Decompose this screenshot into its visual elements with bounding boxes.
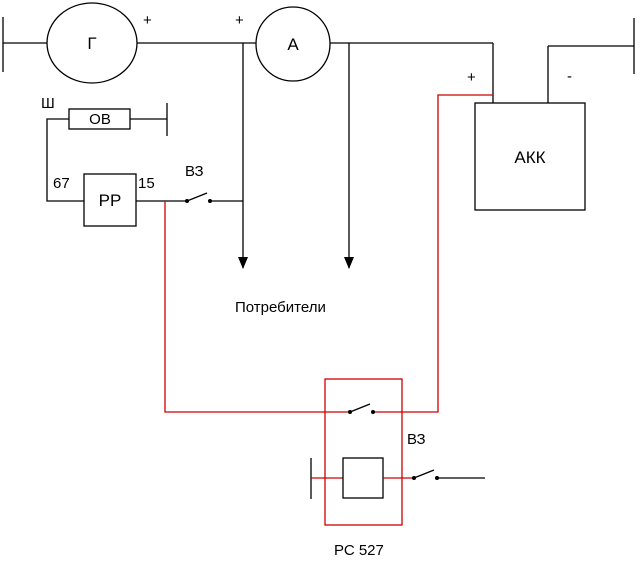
battery-plus-sign: + xyxy=(467,69,476,86)
ignition-switch: ВЗ xyxy=(185,163,243,203)
regulator-label: РР xyxy=(99,191,122,210)
battery-box xyxy=(474,102,586,211)
generator-plus-sign: + xyxy=(143,12,152,29)
regulator-box xyxy=(83,173,137,227)
relay-contact-right xyxy=(371,410,375,414)
battery: АКК - xyxy=(474,18,635,211)
bus-plus-sign: + xyxy=(235,12,244,29)
relay-housing xyxy=(324,378,403,526)
battery-minus-sign: - xyxy=(567,68,572,85)
relay-label: РС 527 xyxy=(334,542,384,559)
relay-switch-label: ВЗ xyxy=(407,431,426,448)
red-wire-regulator xyxy=(164,201,348,413)
relay-switch-blade xyxy=(413,469,435,479)
ammeter-symbol xyxy=(255,6,331,82)
ignition-switch-blade xyxy=(186,192,208,202)
field-to-regulator-wire xyxy=(46,118,84,202)
battery-label: АКК xyxy=(514,148,545,167)
generator: Г + xyxy=(2,2,152,84)
regulator-terminal-15: 15 xyxy=(138,175,155,192)
red-wire-battery xyxy=(374,94,493,413)
ignition-switch-label: ВЗ xyxy=(185,163,204,180)
relay-coil-box xyxy=(342,457,384,499)
ammeter-label: А xyxy=(287,35,299,54)
main-bus: + + xyxy=(137,12,494,269)
field-winding-label: ОВ xyxy=(89,111,111,128)
regulator: 67 РР 15 xyxy=(53,173,186,227)
ammeter: А xyxy=(255,6,331,82)
field-winding: Ш ОВ xyxy=(41,95,168,202)
field-terminal-label: Ш xyxy=(41,95,55,112)
regulator-terminal-67: 67 xyxy=(53,175,70,192)
generator-label: Г xyxy=(87,34,96,53)
relay-contact-blade xyxy=(349,403,371,413)
relay-control-circuit xyxy=(164,94,493,526)
consumers-label: Потребители xyxy=(235,299,326,316)
relay-coil: ВЗ xyxy=(310,431,485,499)
